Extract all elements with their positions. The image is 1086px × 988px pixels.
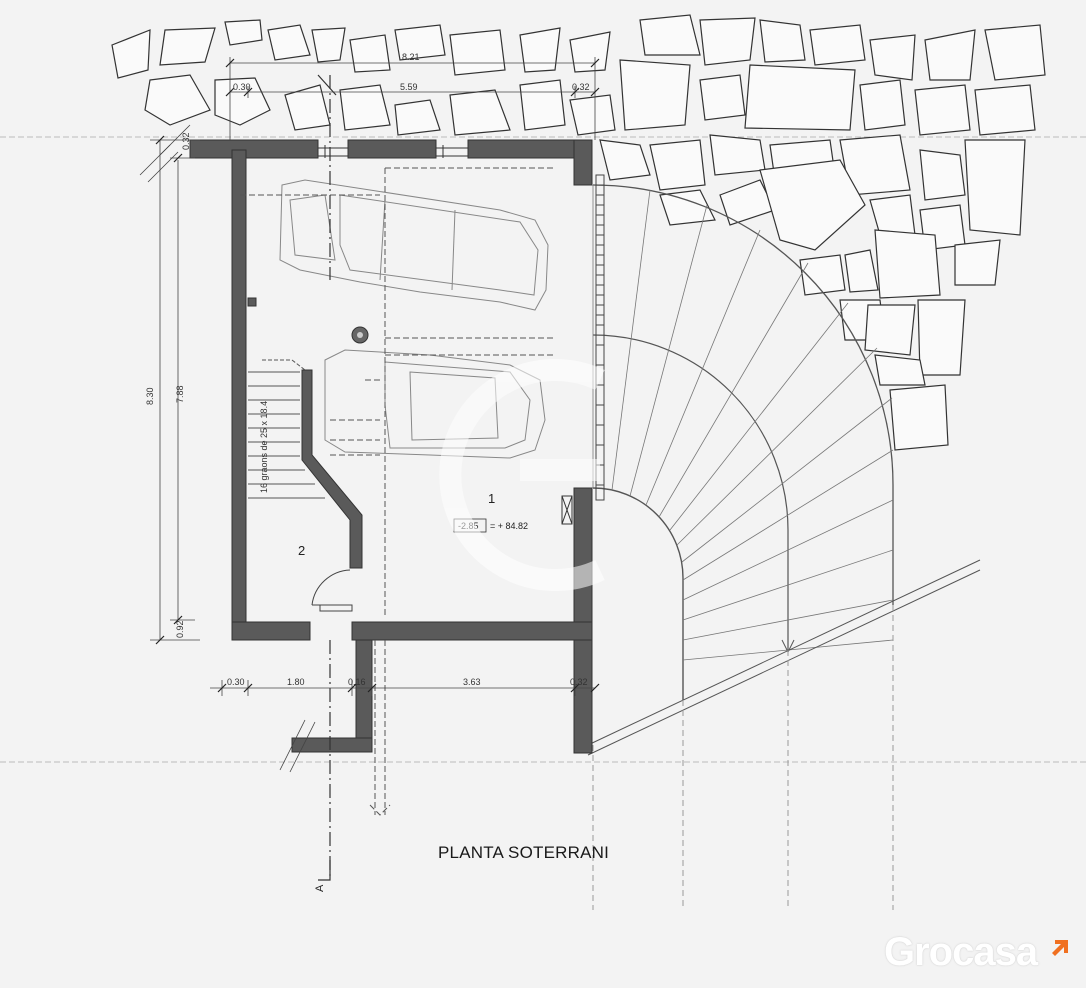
car-bottom — [324, 349, 546, 459]
dim-left-wall: 0.30 — [233, 82, 251, 92]
stone-paving — [111, 14, 1046, 451]
watermark-arrow-icon — [1052, 940, 1068, 956]
dim-room-width: 3.63 — [463, 677, 481, 687]
guide-lines — [240, 167, 555, 816]
dim-partition: 0.16 — [348, 677, 366, 687]
dim-bottom-right-wall: 0.32 — [570, 677, 588, 687]
ramp — [587, 184, 981, 910]
watermark-text: Grocasa — [884, 930, 1038, 974]
dim-inner-width: 5.59 — [400, 82, 418, 92]
dim-bottom-wall: 0.92 — [175, 620, 185, 638]
dim-overall-width: 8.21 — [402, 52, 420, 62]
room-1-elevation: = + 84.82 — [490, 521, 528, 531]
windows — [317, 145, 573, 525]
dim-top-wall: 0.32 — [181, 132, 191, 150]
car-top — [279, 179, 549, 311]
staircase — [248, 359, 325, 499]
dim-bottom-left-wall: 0.30 — [227, 677, 245, 687]
room-1-number: 1 — [488, 491, 495, 506]
stair-label: 16 graons de 25 x 18.4 — [259, 401, 269, 493]
railing — [595, 174, 605, 501]
section-marker: A — [314, 884, 326, 892]
walls — [189, 139, 593, 754]
dim-inner-depth: 7.88 — [175, 385, 185, 403]
dimension-ticks — [155, 58, 600, 693]
watermark-logo-icon — [439, 359, 605, 591]
dimension-lines — [139, 57, 596, 773]
dim-overall-depth: 8.30 — [145, 387, 155, 405]
dim-stair-width: 1.80 — [287, 677, 305, 687]
dim-right-wall: 0.32 — [572, 82, 590, 92]
room-2-number: 2 — [298, 543, 305, 558]
door-swing — [311, 569, 353, 612]
plan-title: PLANTA SOTERRANI — [438, 843, 610, 862]
